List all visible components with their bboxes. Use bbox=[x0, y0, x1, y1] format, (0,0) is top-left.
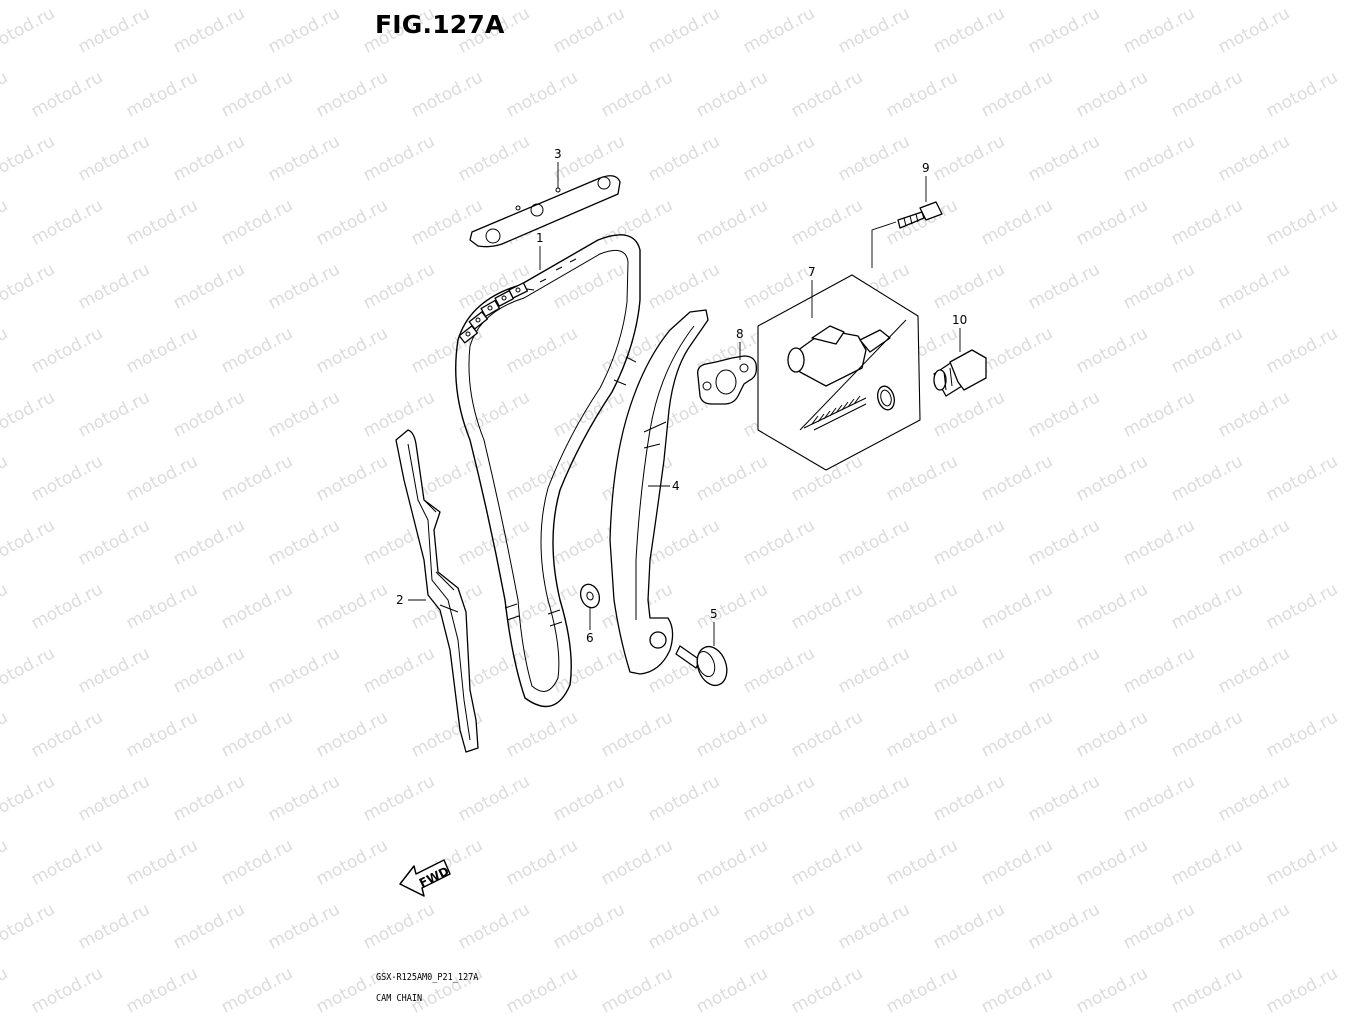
part-2-chain-guide[interactable] bbox=[395, 429, 479, 753]
part-8-gasket[interactable] bbox=[697, 355, 758, 405]
callout-2: 2 bbox=[396, 593, 404, 607]
part-6-washer[interactable] bbox=[577, 582, 602, 611]
callout-8: 8 bbox=[736, 327, 744, 341]
part-10-cap-bolt[interactable] bbox=[933, 349, 987, 397]
chain-detail-links bbox=[458, 282, 529, 344]
callout-6: 6 bbox=[586, 631, 594, 645]
callout-layer: 3 1 2 4 5 6 7 8 9 10 bbox=[396, 147, 967, 646]
part-7-tensioner-assembly[interactable] bbox=[757, 274, 921, 471]
part-1-cam-chain[interactable] bbox=[455, 234, 641, 708]
callout-10: 10 bbox=[952, 313, 967, 327]
callout-7: 7 bbox=[808, 265, 816, 279]
part-3-guide-plate[interactable] bbox=[469, 175, 621, 248]
tensioner-spring bbox=[803, 395, 867, 431]
part-4-tensioner-arm[interactable] bbox=[609, 309, 709, 675]
callout-1: 1 bbox=[536, 231, 544, 245]
callout-3: 3 bbox=[554, 147, 562, 161]
callout-5: 5 bbox=[710, 607, 718, 621]
part-5-pivot-bolt[interactable] bbox=[675, 642, 732, 689]
callout-4: 4 bbox=[672, 479, 680, 493]
footer-model-code: GSX-R125AM0_P21_127A bbox=[376, 972, 479, 983]
footer-figure-name: CAM CHAIN bbox=[376, 993, 423, 1004]
fwd-arrow: FWD bbox=[399, 859, 451, 897]
callout-9: 9 bbox=[922, 161, 930, 175]
part-9-bolt[interactable] bbox=[871, 201, 943, 268]
figure-title: FIG.127A bbox=[375, 10, 505, 39]
chain-link-marks bbox=[504, 258, 637, 627]
